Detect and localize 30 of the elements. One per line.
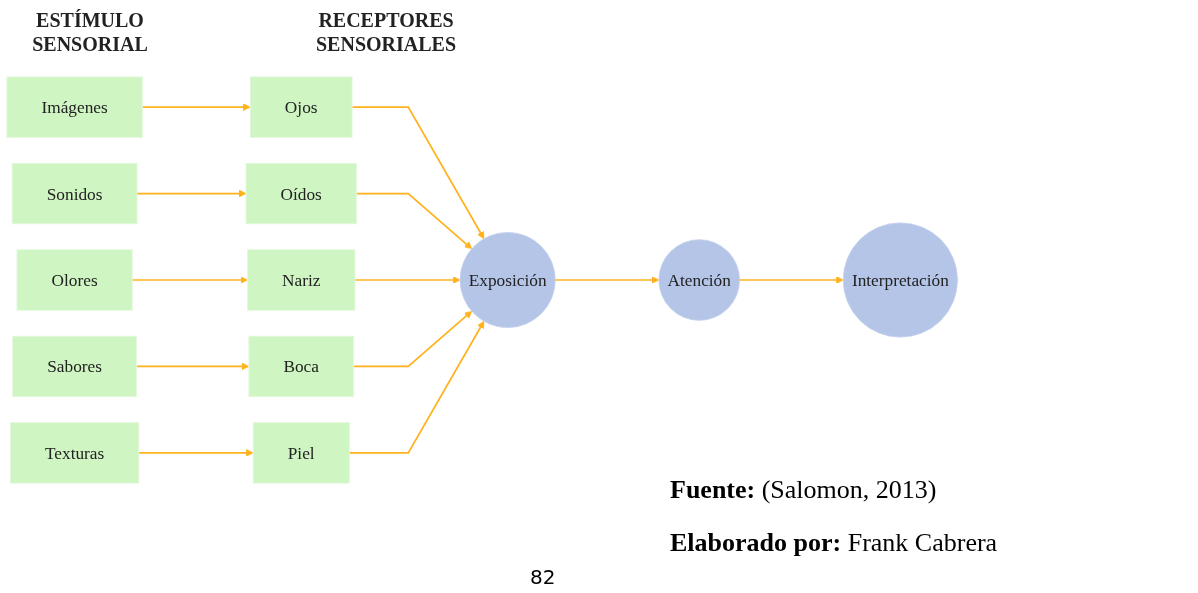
node-circle: Exposición <box>459 232 556 328</box>
node-box: Ojos <box>249 76 353 138</box>
arrow <box>141 103 251 111</box>
node-box: Piel <box>252 422 350 484</box>
node-box: Boca <box>248 335 354 398</box>
node-box: Sonidos <box>11 162 138 225</box>
node-box: Nariz <box>247 249 356 311</box>
node-circle: Interpretación <box>842 222 958 338</box>
node-box: Imágenes <box>6 76 143 138</box>
arrow <box>738 276 844 284</box>
arrow <box>135 362 250 371</box>
arrow <box>354 276 461 284</box>
page-number: 82 <box>530 565 556 589</box>
arrow <box>136 189 247 198</box>
node-box: Sabores <box>12 335 137 398</box>
arrow <box>355 192 473 250</box>
arrow <box>554 276 660 284</box>
arrow <box>348 320 485 454</box>
author-note: Elaborado por: Frank Cabrera <box>670 528 998 558</box>
node-circle: Atención <box>658 239 740 321</box>
node-box: Olores <box>16 249 133 311</box>
arrow <box>351 106 485 240</box>
node-box: Texturas <box>9 422 140 484</box>
source-note: Fuente: (Salomon, 2013) <box>670 475 937 505</box>
node-box: Oídos <box>245 162 357 225</box>
column-heading: ESTÍMULO SENSORIAL <box>31 8 149 56</box>
column-heading: RECEPTORES SENSORIALES <box>314 8 458 56</box>
arrow <box>137 449 254 457</box>
arrow <box>352 310 473 368</box>
arrow <box>131 276 248 284</box>
